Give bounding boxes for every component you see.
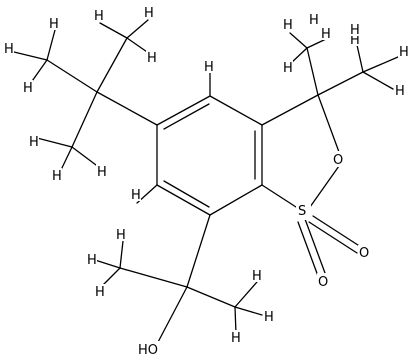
bond-s-o1-b (308, 221, 358, 254)
bond-c4-coh (186, 214, 211, 288)
hydrogen-label-bg (96, 164, 107, 178)
hydrogen-label: H (97, 165, 107, 180)
hydrogen-label-bg (349, 22, 360, 36)
hydrogen-label: H (131, 188, 141, 203)
bond-c6-c1 (156, 95, 211, 126)
bond-c4-c5 (156, 184, 211, 216)
hydrogen-label: H (4, 42, 14, 57)
bond-c4-c5-inner (163, 180, 210, 208)
hydrogen-label-bg (146, 50, 157, 64)
bond-ctbu-me-a (96, 37, 128, 93)
bond-me-c-h3 (71, 146, 101, 169)
hydrogen-label: H (395, 84, 405, 99)
hydrogen-label: H (204, 60, 214, 75)
bond-cq-me2 (317, 71, 364, 96)
hydrogen-label-bg (230, 330, 241, 344)
bond-cq-me1 (306, 47, 319, 96)
hydrogen-label: H (116, 228, 126, 243)
bond-me-b-h2 (46, 29, 56, 61)
hydrogen-label: H (49, 17, 59, 32)
hydrogen-label-bg (398, 44, 409, 58)
hydrogen-label-bg (394, 83, 405, 97)
hydrogen-label: H (87, 253, 97, 268)
hydrogen-label: H (309, 13, 319, 28)
hydrogen-label-bg (282, 60, 293, 74)
hydrogen-label: H (321, 27, 331, 42)
hydrogen-label-bg (94, 284, 105, 298)
hydrogen-label: H (23, 81, 33, 96)
bond-me-oh-b-h3 (234, 306, 237, 335)
bond-c3-c4 (209, 184, 263, 216)
sulfur-label: S (298, 204, 306, 219)
hydrogen-label-bg (282, 17, 293, 31)
bond-me-oh-b-h2 (234, 306, 263, 316)
hydrogen-label-bg (3, 41, 14, 55)
hydrogen-label: H (264, 310, 274, 325)
bond-c6-c1-inner (163, 103, 210, 130)
bond-me-a-h2 (126, 19, 149, 39)
hydrogen-label-bg (115, 227, 126, 241)
hydrogen-label-bg (48, 16, 59, 30)
bond-coh-me-b (186, 286, 236, 308)
hydrogen-label-bg (93, 8, 104, 22)
hydrogen-label-bg (308, 12, 319, 26)
ring-oxygen-label: O (333, 153, 343, 168)
hydrogen-label-bg (22, 80, 33, 94)
bond-cq-o (317, 94, 340, 153)
bond-s-o2-b (304, 218, 326, 274)
bond-c2-cq (261, 94, 319, 126)
bond-s-c3 (261, 184, 297, 208)
bond-s-o2-a (297, 221, 319, 277)
bond-c6-ctbu (96, 91, 158, 126)
bond-ctbu-me-c (71, 91, 98, 148)
hydrogen-label-bg (263, 309, 274, 323)
bond-me1-h2 (306, 38, 327, 49)
bond-coh-oh (156, 286, 188, 345)
hydrogen-label: H (147, 51, 157, 66)
bond-me-b-h1 (13, 51, 48, 61)
hydrogen-label: H (283, 61, 293, 76)
hydrogen-label-bg (251, 268, 262, 282)
bond-me2-h3 (362, 71, 394, 90)
bond-me-c-h2 (59, 146, 73, 173)
bond-o-s (309, 165, 340, 208)
hydrogen-label: H (144, 6, 154, 21)
hydroxyl-label: HO (138, 343, 158, 358)
hydrogen-label-bg (143, 5, 154, 19)
hydrogen-label: H (94, 9, 104, 24)
bond-me-oh-a-h2 (119, 240, 124, 269)
hydrogen-label: H (29, 135, 39, 150)
hydrogen-label-bg (320, 26, 331, 40)
hydrogen-label-bg (51, 168, 62, 182)
bond-c1-c2 (209, 95, 263, 126)
bond-me-oh-a-h1 (94, 259, 121, 269)
hydrogen-label: H (52, 169, 62, 184)
bond-me1-h1 (289, 32, 308, 49)
bond-coh-me-a (119, 267, 188, 288)
hydrogen-label: H (231, 331, 241, 346)
hydrogen-label: H (350, 23, 360, 38)
bond-me-a-h1 (99, 22, 128, 39)
bond-s-o1-a (312, 215, 362, 248)
hydrogen-label-bg (130, 187, 141, 201)
sulfonyl-oxygen-1-label: O (359, 246, 369, 261)
hydrogen-label-bg (86, 252, 97, 266)
bond-me2-h2 (362, 56, 399, 73)
bond-ctbu-me-b (46, 59, 98, 93)
bond-me-oh-b-h1 (234, 281, 258, 308)
bond-me-c-h1 (36, 137, 73, 148)
hydrogen-label: H (399, 45, 409, 60)
hydrogen-label-bg (203, 59, 214, 73)
sulfonyl-oxygen-2-label: O (318, 275, 328, 290)
hydrogen-label-bg (349, 32, 360, 46)
hetero-atom-labels: O S O O HO (136, 151, 373, 358)
hydrogen-label-bg (28, 134, 39, 148)
hydrogen-label: H (283, 18, 293, 33)
hydrogen-label: H (350, 33, 360, 48)
hydrogen-label: H (252, 269, 262, 284)
hydrogen-label: H (95, 285, 105, 300)
bond-me2-h1 (356, 44, 364, 73)
